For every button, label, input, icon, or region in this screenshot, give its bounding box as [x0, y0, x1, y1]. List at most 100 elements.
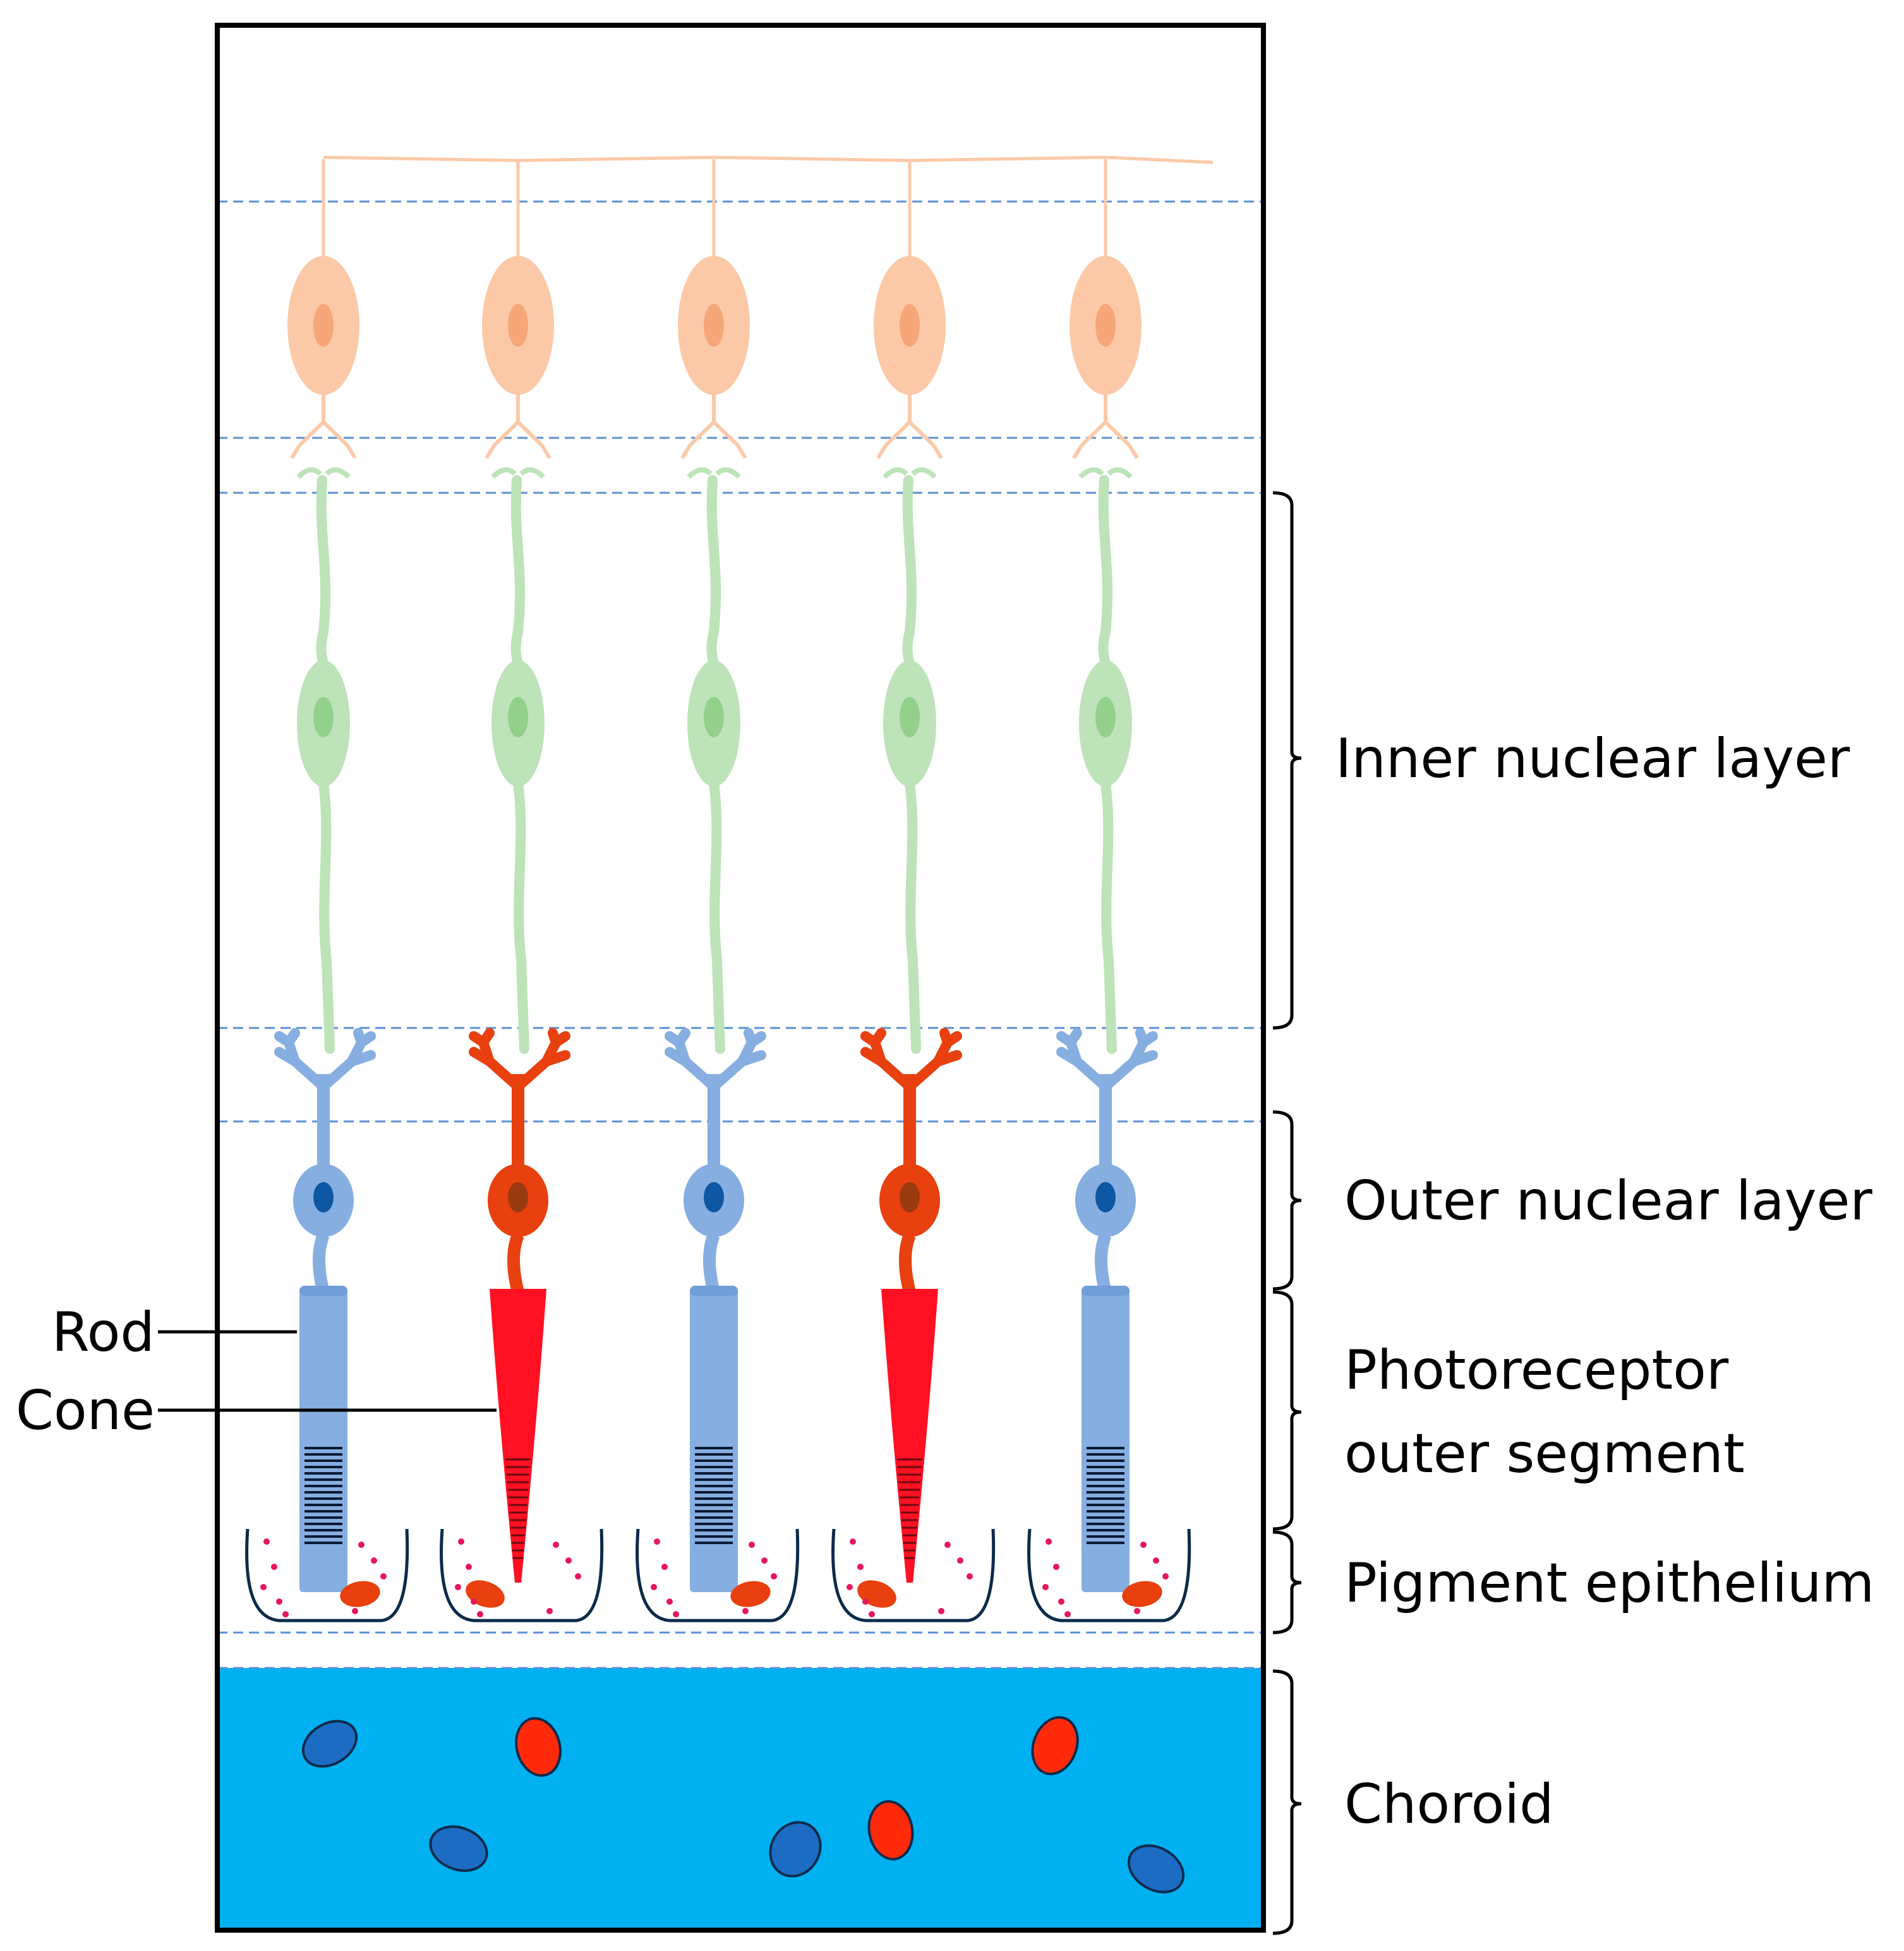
- pigment-dot: [1042, 1584, 1049, 1590]
- bipolar-nucleus: [900, 697, 920, 737]
- pigment-dot: [673, 1611, 679, 1617]
- bipolar-top-dendrites: [883, 467, 937, 479]
- ganglion-dendrites: [876, 393, 943, 459]
- cone-outer-segment: [490, 1289, 546, 1583]
- pigment-dot: [455, 1584, 461, 1590]
- pigment-dot: [371, 1557, 377, 1564]
- layer-boundaries: [217, 200, 1263, 1669]
- bracket-photoreceptor: [1272, 1290, 1302, 1531]
- pigment-dot: [471, 1598, 477, 1605]
- pigment-dot: [575, 1573, 581, 1580]
- pigment-dot: [1140, 1542, 1147, 1548]
- pigment-dot: [271, 1564, 277, 1570]
- choroid-layer: [217, 1668, 1263, 1930]
- retina-frame: [215, 23, 1266, 1933]
- ganglion-nucleus: [508, 304, 528, 347]
- blood-cell-blue: [1127, 1844, 1185, 1894]
- pigment-dot: [761, 1557, 768, 1564]
- pigment-dot: [477, 1611, 483, 1617]
- label-choroid: Choroid: [1344, 1773, 1554, 1836]
- photoreceptor-nucleus: [704, 1182, 724, 1212]
- pigment-granules: [260, 1538, 1169, 1617]
- photoreceptor-nucleus: [1095, 1182, 1116, 1212]
- bipolar-upper-process: [902, 475, 917, 681]
- photoreceptor-inner-segment: [899, 1233, 916, 1294]
- rod-outer-segment: [1082, 1289, 1130, 1592]
- layer-brackets: [1272, 491, 1302, 1935]
- cell-column-2-cone: [469, 159, 570, 1583]
- ganglion-nucleus: [704, 304, 724, 347]
- pigment-granule: [340, 1581, 380, 1607]
- pigment-dot: [553, 1542, 559, 1548]
- rod-outer-segment: [299, 1289, 347, 1592]
- label-inner-nuclear-layer: Inner nuclear layer: [1335, 727, 1850, 790]
- bipolar-lower-process: [905, 778, 921, 1054]
- pigment-dot: [944, 1542, 951, 1548]
- pigment-dot: [546, 1608, 553, 1614]
- blood-cell-blue: [301, 1720, 358, 1768]
- cell-column-1-rod: [274, 159, 376, 1592]
- pigment-dot: [661, 1564, 668, 1570]
- pigment-dot: [458, 1538, 464, 1545]
- label-photoreceptor-line2: outer segment: [1344, 1422, 1745, 1485]
- ganglion-nucleus: [1095, 304, 1116, 347]
- label-outer-nuclear-layer: Outer nuclear layer: [1344, 1169, 1872, 1233]
- pigment-dot: [1045, 1538, 1052, 1545]
- bipolar-lower-process: [513, 778, 529, 1054]
- ganglion-dendrites: [290, 393, 357, 459]
- ganglion-dendrites: [680, 393, 747, 459]
- label-photoreceptor-line1: Photoreceptor: [1344, 1339, 1729, 1402]
- pigment-granule: [730, 1581, 771, 1607]
- pigment-cup: [245, 1528, 409, 1622]
- bracket-choroid: [1272, 1669, 1302, 1935]
- bipolar-nucleus: [704, 697, 724, 737]
- photoreceptor-inner-segment: [507, 1233, 524, 1294]
- pigment-granule: [1122, 1581, 1162, 1607]
- bipolar-lower-process: [709, 778, 725, 1054]
- bipolar-upper-process: [510, 475, 526, 681]
- pigment-dot: [260, 1584, 267, 1590]
- bipolar-top-dendrites: [296, 467, 351, 479]
- pigment-dot: [850, 1538, 856, 1545]
- photoreceptor-inner-segment: [703, 1233, 720, 1294]
- pigment-cup: [1027, 1528, 1191, 1622]
- bipolar-upper-process: [706, 475, 721, 681]
- bracket-pigment: [1272, 1530, 1302, 1634]
- photoreceptor-nucleus: [508, 1182, 528, 1212]
- cell-column-5-rod: [1056, 159, 1158, 1592]
- cell-column-3-rod: [665, 159, 766, 1592]
- bipolar-lower-process: [1100, 778, 1117, 1054]
- bipolar-top-dendrites: [687, 467, 741, 479]
- bipolar-upper-process: [316, 475, 331, 681]
- pigment-dot: [862, 1598, 869, 1605]
- rod-outer-segment-cap: [299, 1286, 347, 1296]
- pigment-granule: [466, 1580, 505, 1608]
- bipolar-upper-process: [1098, 475, 1113, 681]
- pigment-epithelium-cups: [245, 1528, 1191, 1622]
- ganglion-nucleus: [900, 304, 920, 347]
- blood-cell-red: [867, 1800, 914, 1861]
- pigment-dot: [957, 1557, 963, 1564]
- pigment-dot: [352, 1608, 358, 1614]
- ganglion-nucleus: [313, 304, 334, 347]
- pigment-dot: [282, 1611, 289, 1617]
- cell-columns: [274, 159, 1158, 1592]
- blood-cell-blue: [429, 1825, 488, 1872]
- blood-cell-red: [1031, 1716, 1079, 1775]
- pigment-dot: [358, 1542, 365, 1548]
- pigment-dot: [1134, 1608, 1140, 1614]
- pigment-dot: [967, 1573, 973, 1580]
- pigment-dot: [466, 1564, 472, 1570]
- pigment-dot: [1064, 1611, 1071, 1617]
- rod-outer-segment-cap: [1082, 1286, 1130, 1296]
- pigment-dot: [380, 1573, 387, 1580]
- choroid-blood-cells: [301, 1716, 1185, 1894]
- cone-outer-segment: [881, 1289, 938, 1583]
- photoreceptor-inner-segment: [313, 1233, 330, 1294]
- rod-outer-segment: [690, 1289, 738, 1592]
- pigment-dot: [1053, 1564, 1059, 1570]
- photoreceptor-nucleus: [900, 1182, 920, 1212]
- pigment-dot: [938, 1608, 944, 1614]
- ganglion-dendrites: [1072, 393, 1139, 459]
- ganglion-axon-line: [323, 155, 1214, 164]
